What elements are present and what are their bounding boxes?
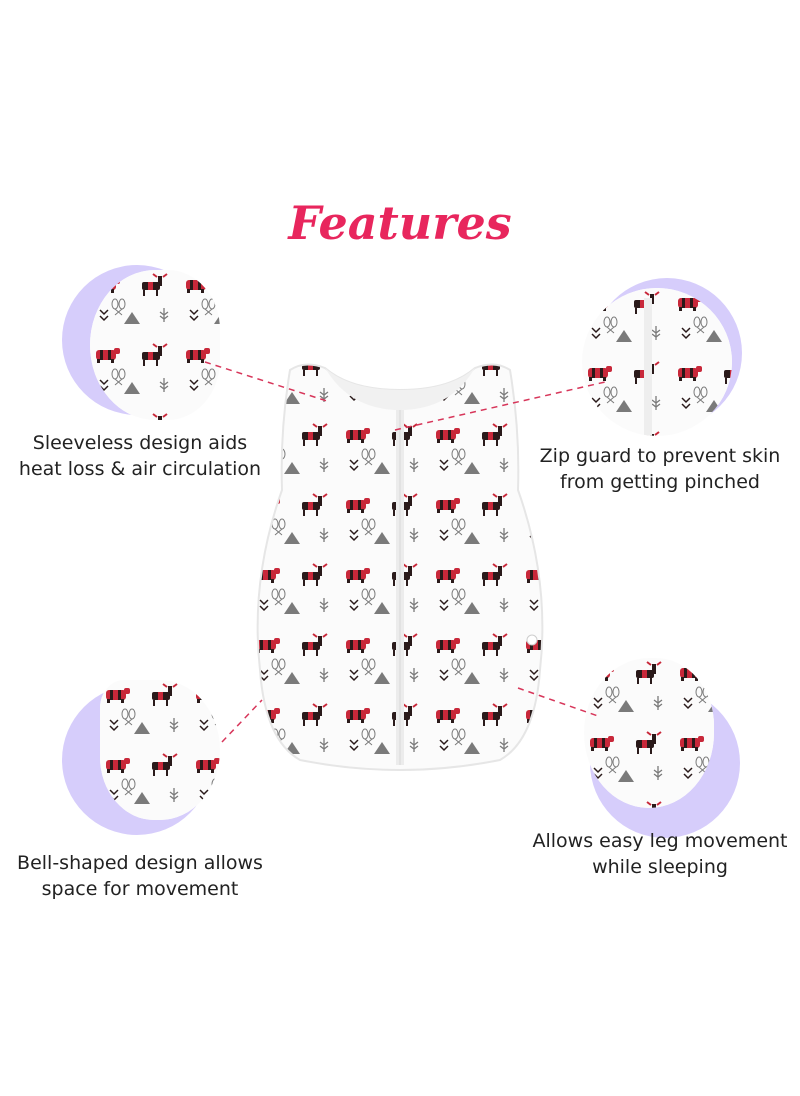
feature-caption-line: Allows easy leg movement [532,830,788,852]
feature-caption-line: Sleeveless design aids [32,432,248,454]
fabric-print-closeup [90,270,220,420]
feature-caption-line: while sleeping [592,856,728,878]
feature-caption-line: Zip guard to prevent skin [539,445,781,467]
fabric-print-closeup [582,288,732,436]
feature-closeup-leg-movement [584,658,714,808]
feature-caption-zip-guard: Zip guard to prevent skin from getting p… [520,443,800,495]
feature-caption-leg-movement: Allows easy leg movement while sleeping [520,828,800,880]
feature-caption-line: Bell-shaped design allows [17,852,263,874]
leader-line-sleeveless [204,361,331,403]
feature-caption-bell-shape: Bell-shaped design allows space for move… [0,850,280,902]
feature-closeup-bell-shape [100,680,220,820]
leader-line-bell-shape [221,699,263,743]
fabric-print-closeup [100,680,220,820]
fabric-print-closeup [584,658,714,808]
sleep-sack-image [256,363,544,771]
leader-line-zip-guard [394,381,606,431]
feature-closeup-zip-guard [582,288,732,436]
feature-caption-line: space for movement [41,878,239,900]
feature-caption-line: from getting pinched [560,471,760,493]
feature-caption-line: heat loss & air circulation [18,458,262,480]
feature-caption-sleeveless: Sleeveless design aids heat loss & air c… [0,430,280,482]
feature-closeup-sleeveless [90,270,220,420]
features-title: Features [288,196,512,250]
leader-line-leg-movement [517,687,599,717]
